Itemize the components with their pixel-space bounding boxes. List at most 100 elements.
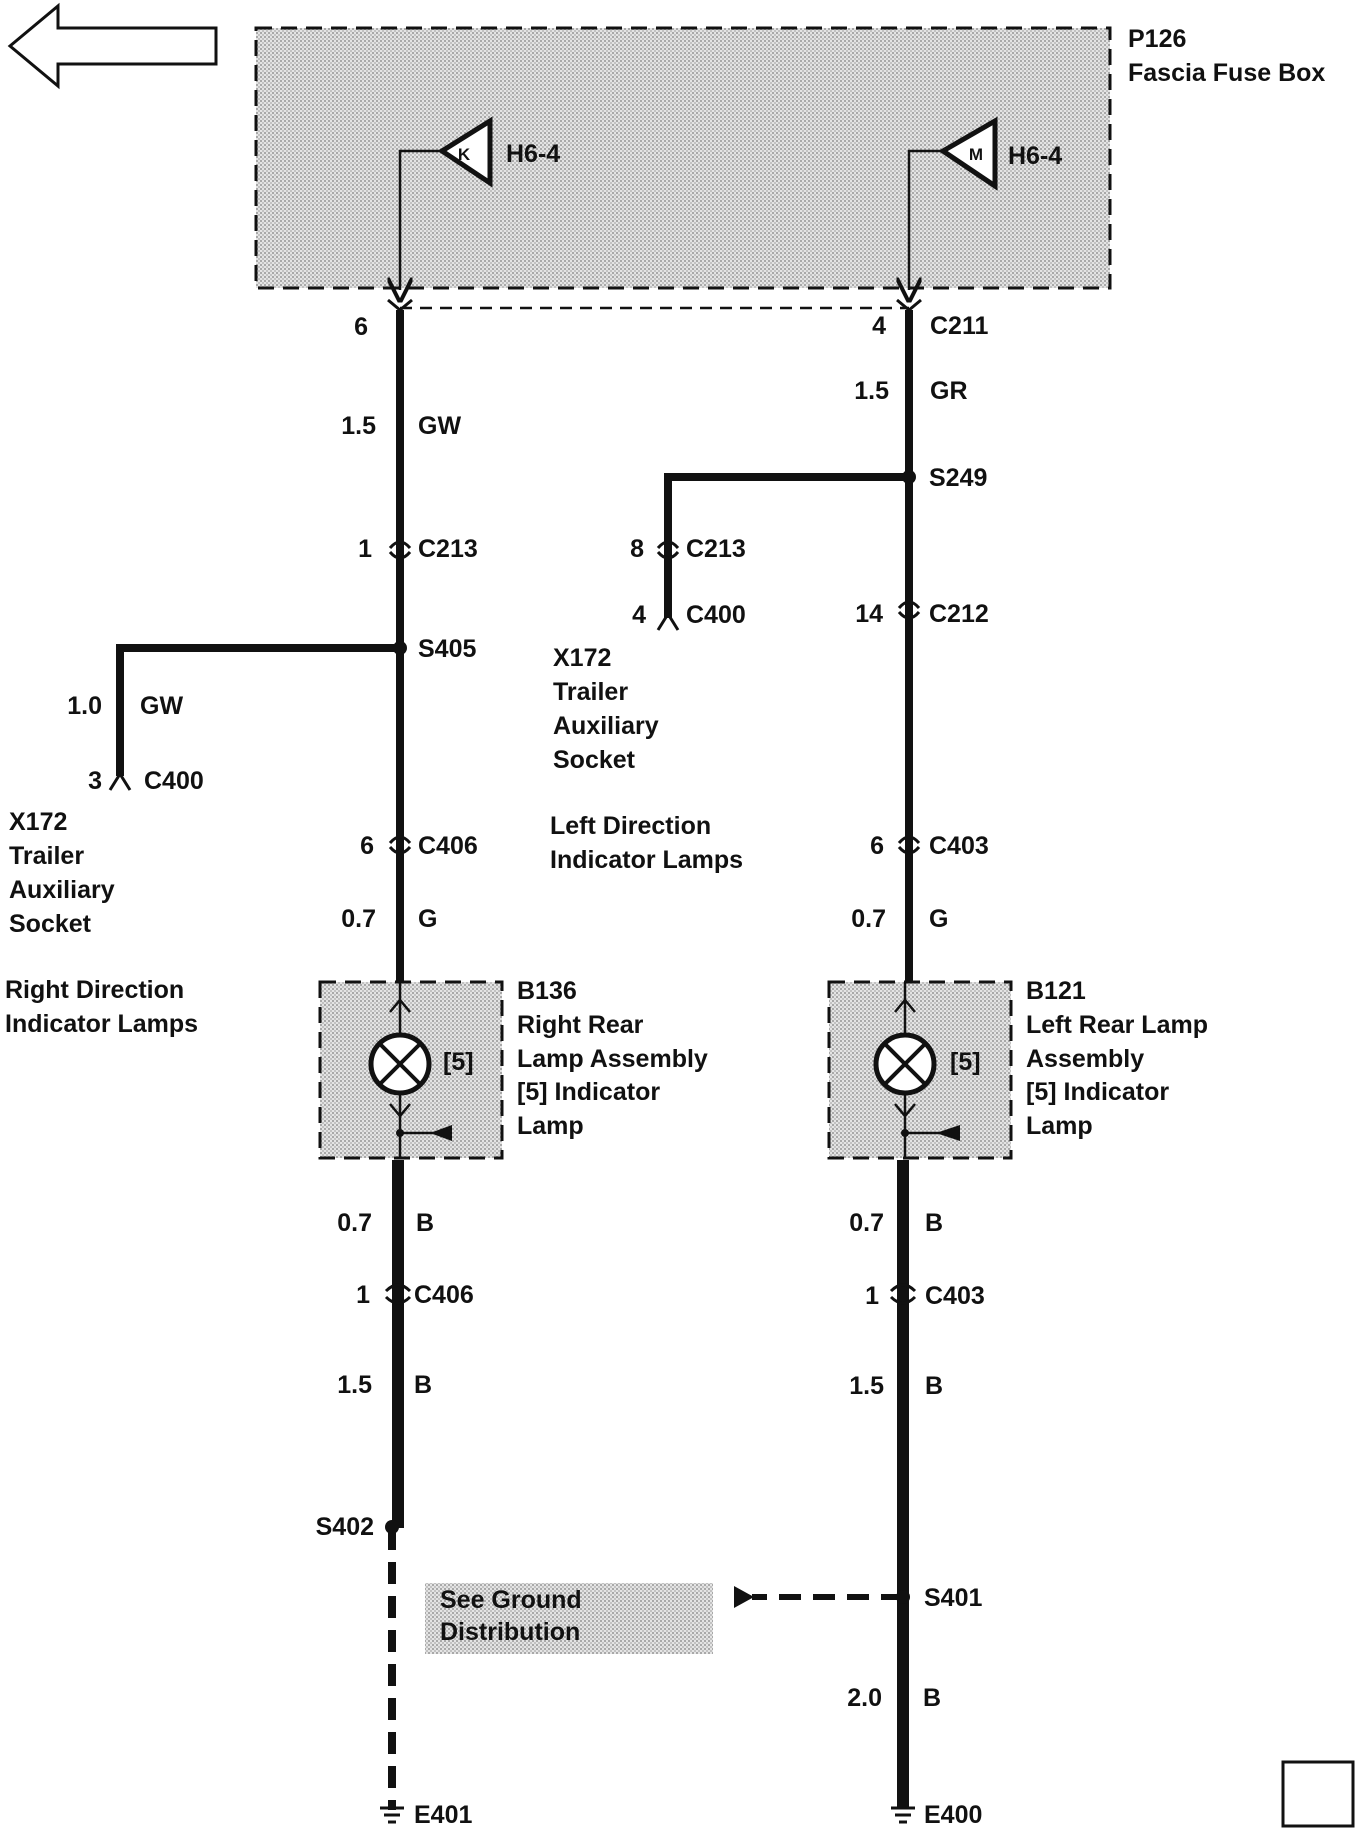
b121-l4: Lamp bbox=[1026, 1112, 1093, 1140]
left-branch-conn1: C213 bbox=[686, 535, 746, 563]
b136-l2: Lamp Assembly bbox=[517, 1045, 708, 1073]
left-socket-id: X172 bbox=[553, 644, 611, 672]
e400-label: E400 bbox=[924, 1801, 982, 1829]
right-title-l1: Right Direction bbox=[5, 976, 184, 1004]
right-c406-label: C406 bbox=[418, 832, 478, 860]
b121-l1: Left Rear Lamp bbox=[1026, 1011, 1208, 1039]
b136-l3: [5] Indicator bbox=[517, 1078, 660, 1106]
c400-left-socket-icon bbox=[656, 611, 680, 631]
c213-left-connector bbox=[656, 540, 680, 560]
feed-right: M H6-4 bbox=[909, 116, 1062, 290]
left-c403-label: C403 bbox=[929, 832, 989, 860]
left-color2: G bbox=[929, 905, 948, 933]
empty-square-icon[interactable] bbox=[1281, 1760, 1355, 1828]
feed-k-letter: K bbox=[458, 145, 471, 164]
left-c212-pin: 14 bbox=[855, 600, 883, 628]
left-socket-l1: Trailer bbox=[553, 678, 628, 706]
left-branch-pin1: 8 bbox=[630, 535, 644, 563]
right-gauge3: 0.7 bbox=[337, 1209, 372, 1237]
fuse-box-name: Fascia Fuse Box bbox=[1128, 59, 1325, 87]
right-c406-pin: 6 bbox=[360, 832, 374, 860]
c213-right-connector bbox=[388, 540, 412, 560]
left-conn-top: C211 bbox=[930, 312, 988, 340]
feed-m-icon bbox=[938, 116, 998, 191]
fuse-box-id: P126 bbox=[1128, 25, 1186, 53]
b121-l3: [5] Indicator bbox=[1026, 1078, 1169, 1106]
c212-connector bbox=[897, 600, 921, 620]
right-title-l2: Indicator Lamps bbox=[5, 1010, 198, 1038]
feed-k-icon bbox=[437, 116, 493, 188]
ground-ref-line2: Distribution bbox=[440, 1618, 580, 1646]
left-c212-label: C212 bbox=[929, 600, 989, 628]
ground-reference-box bbox=[425, 1583, 713, 1654]
b121-tag: [5] bbox=[950, 1048, 981, 1076]
ground-ref-arrow-icon bbox=[734, 1586, 754, 1608]
left-pin-top: 4 bbox=[872, 312, 886, 340]
left-color5: B bbox=[923, 1684, 941, 1712]
c400-right-socket-icon bbox=[108, 771, 132, 791]
s249-label: S249 bbox=[929, 464, 987, 492]
right-branch-color: GW bbox=[140, 692, 183, 720]
b136-l1: Right Rear bbox=[517, 1011, 644, 1039]
b136-l4: Lamp bbox=[517, 1112, 584, 1140]
right-gauge4: 1.5 bbox=[337, 1371, 372, 1399]
right-c406b-pin: 1 bbox=[356, 1281, 370, 1309]
right-branch-conn: C400 bbox=[144, 767, 204, 795]
right-color1: GW bbox=[418, 412, 461, 440]
left-branch-conn2: C400 bbox=[686, 601, 746, 629]
right-socket-l2: Auxiliary bbox=[9, 876, 115, 904]
left-color4: B bbox=[925, 1372, 943, 1400]
ground-ref-line1: See Ground bbox=[440, 1586, 582, 1614]
back-arrow-icon[interactable] bbox=[7, 2, 218, 90]
left-c403b-pin: 1 bbox=[865, 1282, 879, 1310]
c406-top-connector bbox=[388, 835, 412, 855]
c403-bottom-connector bbox=[889, 1283, 917, 1305]
right-gauge2: 0.7 bbox=[341, 905, 376, 933]
left-color1: GR bbox=[930, 377, 968, 405]
e401-label: E401 bbox=[414, 1801, 472, 1829]
right-socket-l3: Socket bbox=[9, 910, 92, 938]
s402-label: S402 bbox=[316, 1513, 374, 1541]
b136-tag: [5] bbox=[443, 1048, 474, 1076]
left-color3: B bbox=[925, 1209, 943, 1237]
c403-top-connector bbox=[897, 835, 921, 855]
left-socket-l3: Socket bbox=[553, 746, 636, 774]
left-gauge3: 0.7 bbox=[849, 1209, 884, 1237]
e400-ground-icon bbox=[891, 1806, 915, 1824]
feed-m-letter: M bbox=[969, 145, 983, 164]
right-branch-pin: 3 bbox=[88, 767, 102, 795]
right-color4: B bbox=[414, 1371, 432, 1399]
left-gauge1: 1.5 bbox=[854, 377, 889, 405]
right-socket-id: X172 bbox=[9, 808, 67, 836]
left-title-l1: Left Direction bbox=[550, 812, 711, 840]
right-color3: B bbox=[416, 1209, 434, 1237]
right-branch-gauge: 1.0 bbox=[67, 692, 102, 720]
b121-ground-tab-icon bbox=[936, 1125, 960, 1141]
right-color2: G bbox=[418, 905, 437, 933]
right-c213-label: C213 bbox=[418, 535, 478, 563]
feed-k-ref: H6-4 bbox=[506, 140, 560, 168]
left-gauge5: 2.0 bbox=[847, 1684, 882, 1712]
left-gauge2: 0.7 bbox=[851, 905, 886, 933]
b136-id: B136 bbox=[517, 977, 577, 1005]
s402-splice bbox=[385, 1520, 399, 1534]
c406-bottom-connector bbox=[384, 1283, 412, 1305]
s401-label: S401 bbox=[924, 1584, 982, 1612]
left-c403b-label: C403 bbox=[925, 1282, 985, 1310]
feed-m-ref: H6-4 bbox=[1008, 142, 1062, 170]
left-branch-pin2: 4 bbox=[632, 601, 646, 629]
right-c213-pin: 1 bbox=[358, 535, 372, 563]
left-socket-l2: Auxiliary bbox=[553, 712, 659, 740]
right-pin-top: 6 bbox=[354, 313, 368, 341]
right-c406b-label: C406 bbox=[414, 1281, 474, 1309]
e401-ground-icon bbox=[380, 1806, 404, 1824]
feed-left: K H6-4 bbox=[400, 116, 560, 290]
b121-l2: Assembly bbox=[1026, 1045, 1144, 1073]
b136-ground-tab-icon bbox=[430, 1125, 452, 1141]
right-socket-l1: Trailer bbox=[9, 842, 84, 870]
s405-label: S405 bbox=[418, 635, 476, 663]
left-gauge4: 1.5 bbox=[849, 1372, 884, 1400]
right-gauge1: 1.5 bbox=[341, 412, 376, 440]
left-c403-pin: 6 bbox=[870, 832, 884, 860]
